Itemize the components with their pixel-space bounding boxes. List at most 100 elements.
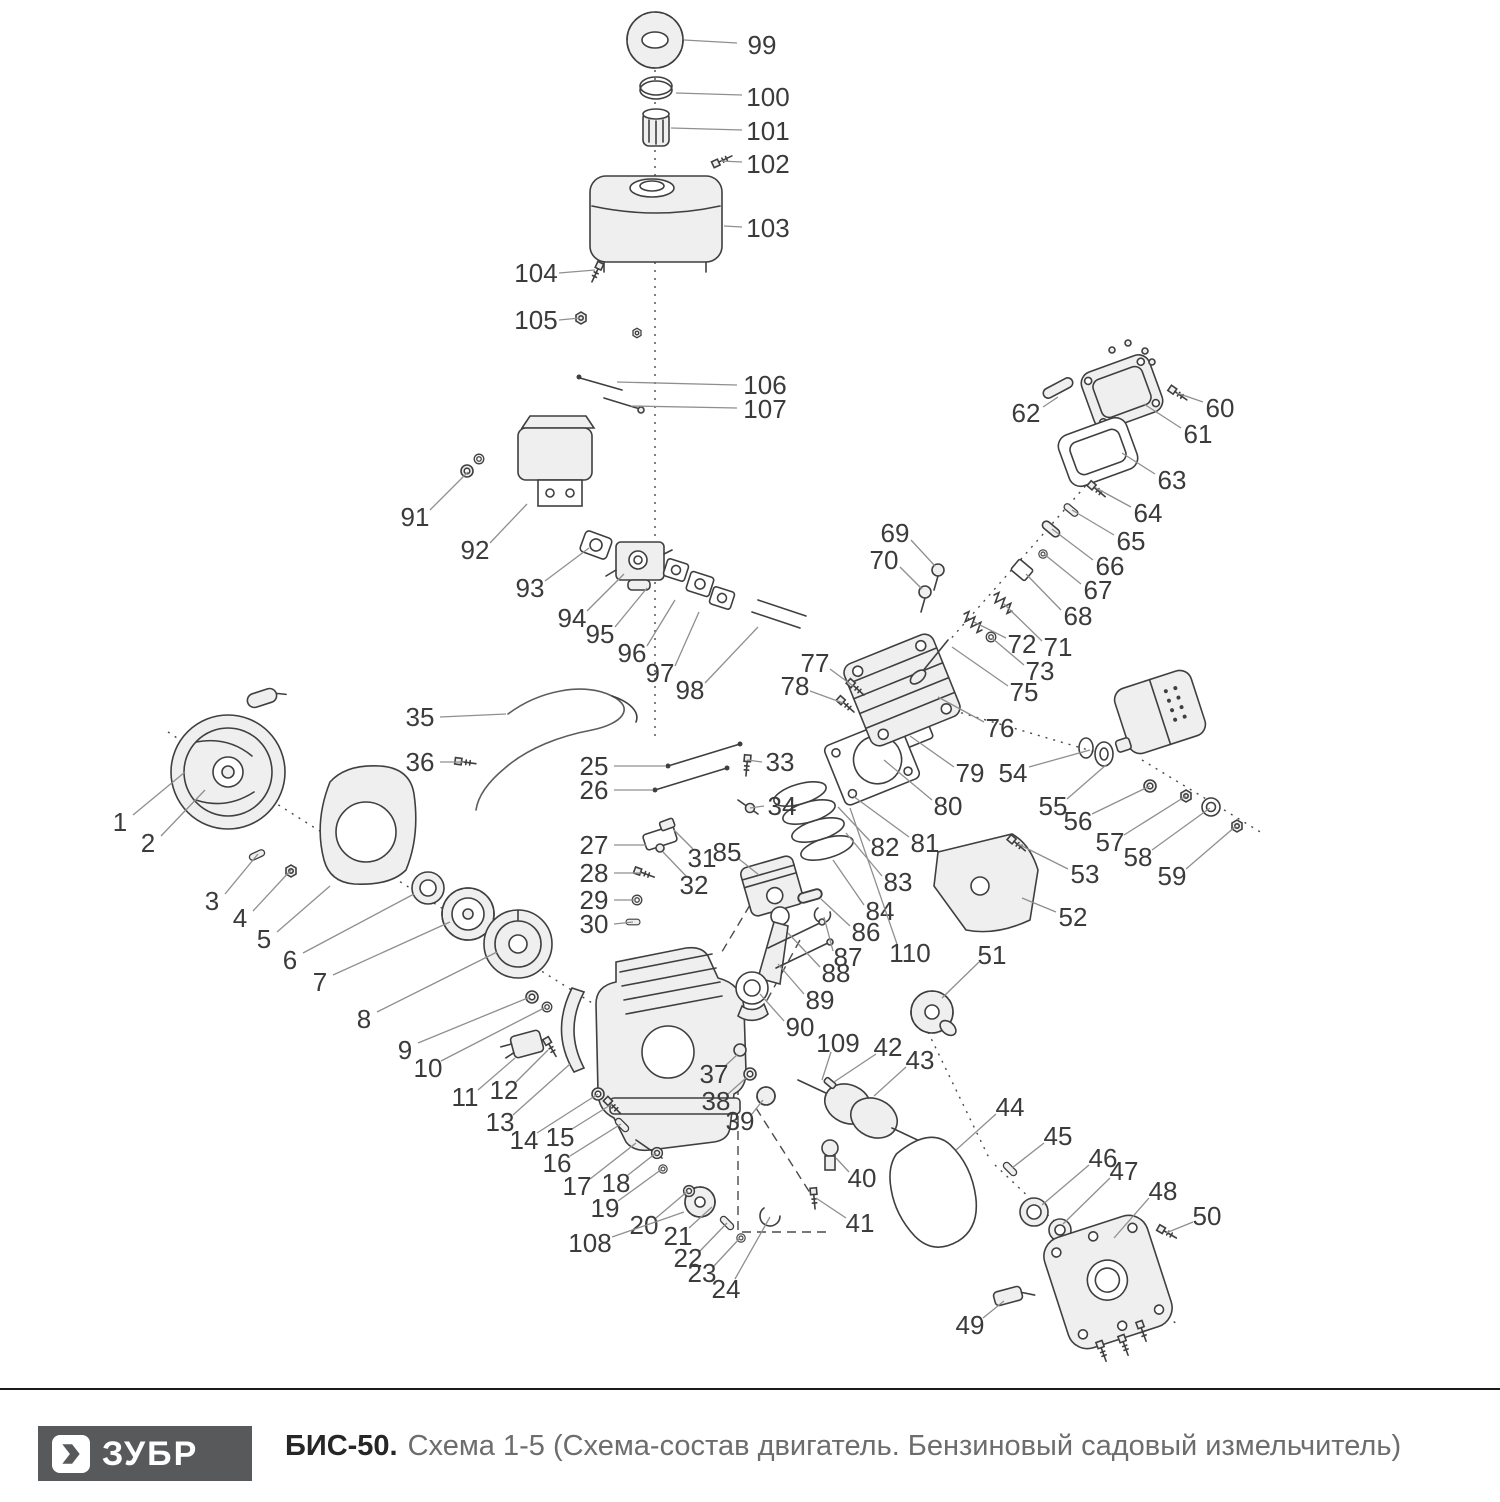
rocker-pivot (655, 817, 676, 853)
part-number-80: 80 (934, 791, 963, 821)
leader-line-80 (883, 759, 933, 801)
leader-line-101 (670, 127, 743, 131)
part-number-44: 44 (996, 1092, 1025, 1122)
part-number-97: 97 (646, 658, 675, 688)
throttle-rods (576, 374, 645, 414)
leader-line-22 (699, 1222, 728, 1252)
fuel-neck-ring (639, 76, 673, 100)
starter-handle (246, 687, 287, 709)
leader-line-99 (683, 39, 738, 44)
part-number-93: 93 (516, 573, 545, 603)
leader-line-33 (746, 759, 763, 763)
leader-line-54 (1028, 749, 1091, 768)
leader-line-76 (937, 696, 985, 723)
leader-line-98 (704, 626, 759, 684)
leader-line-47 (1062, 1177, 1111, 1225)
carburetor (605, 541, 673, 591)
part-number-22: 22 (674, 1243, 703, 1273)
part-number-64: 64 (1134, 498, 1163, 528)
part-number-109: 109 (816, 1028, 859, 1058)
leader-line-39 (751, 1099, 764, 1115)
part-number-79: 79 (956, 758, 985, 788)
breather-pipe (1042, 377, 1074, 399)
leader-line-13 (512, 1063, 571, 1116)
part-number-83: 83 (884, 867, 913, 897)
part-number-75: 75 (1010, 677, 1039, 707)
leader-line-51 (941, 961, 980, 999)
part-number-56: 56 (1064, 806, 1093, 836)
part-number-95: 95 (586, 619, 615, 649)
leader-line-63 (1121, 452, 1156, 475)
part-number-105: 105 (514, 305, 557, 335)
part-number-107: 107 (743, 394, 786, 424)
part-number-103: 103 (746, 213, 789, 243)
leader-line-18 (627, 1152, 657, 1176)
part-number-58: 58 (1124, 842, 1153, 872)
part-number-14: 14 (510, 1125, 539, 1155)
leader-line-108 (611, 1211, 685, 1238)
part-number-65: 65 (1117, 526, 1146, 556)
starter-cup (411, 871, 445, 905)
part-number-13: 13 (486, 1107, 515, 1137)
piston (740, 855, 804, 917)
leader-line-109 (821, 1051, 832, 1081)
leader-line-62 (1042, 396, 1059, 408)
part-number-26: 26 (580, 775, 609, 805)
part-number-73: 73 (1026, 656, 1055, 686)
part-number-89: 89 (806, 985, 835, 1015)
part-number-35: 35 (406, 702, 435, 732)
part-number-82: 82 (871, 832, 900, 862)
oil-sensor (992, 1285, 1036, 1307)
leader-line-79 (909, 735, 955, 768)
assembly-dash-lines (719, 904, 830, 1233)
leader-line-67 (1043, 553, 1082, 585)
part-number-36: 36 (406, 747, 435, 777)
cover-screws (1108, 339, 1156, 366)
heat-shield (933, 833, 1039, 933)
leader-line-66 (1051, 528, 1094, 561)
part-number-77: 77 (801, 648, 830, 678)
part-number-94: 94 (558, 603, 587, 633)
leader-line-102 (720, 160, 743, 163)
hardware-fasteners (247, 152, 1243, 1364)
connecting-rod (735, 906, 834, 1022)
leader-line-94 (586, 573, 625, 612)
leader-line-23 (713, 1237, 741, 1267)
intake-gaskets (662, 558, 807, 629)
leader-line-110 (849, 807, 898, 945)
leader-line-55 (1066, 764, 1107, 800)
leader-line-20 (655, 1190, 689, 1219)
part-number-61: 61 (1184, 419, 1213, 449)
part-number-31: 31 (688, 843, 717, 873)
leader-line-21 (688, 1206, 713, 1229)
ignition-coil (500, 1029, 545, 1059)
model-label: БИС-50. (285, 1429, 398, 1462)
leader-line-69 (910, 539, 936, 567)
leader-line-61 (1143, 403, 1182, 429)
part-number-70: 70 (870, 545, 899, 575)
crankcase (595, 946, 747, 1152)
leader-line-11 (477, 1057, 516, 1091)
leader-line-105 (558, 317, 581, 321)
leader-line-68 (1025, 573, 1062, 611)
crankcase-cover-gasket (889, 1136, 978, 1248)
leader-line-12 (515, 1049, 549, 1083)
flywheel (483, 909, 553, 979)
leader-line-87 (823, 916, 834, 952)
leader-line-14 (536, 1093, 599, 1134)
diagram-caption: БИС-50. Схема 1-5 (Схема-состав двигател… (285, 1390, 1401, 1502)
exploded-parts-diagram: 1234567891011121314151617181920212223242… (113, 11, 1263, 1364)
leader-line-78 (809, 690, 844, 704)
part-number-46: 46 (1089, 1143, 1118, 1173)
part-number-49: 49 (956, 1310, 985, 1340)
leader-line-72 (973, 621, 1007, 639)
valve (909, 639, 949, 685)
recoil-starter (170, 714, 286, 830)
part-number-25: 25 (580, 751, 609, 781)
part-number-66: 66 (1096, 551, 1125, 581)
part-number-57: 57 (1096, 827, 1125, 857)
leader-line-88 (787, 932, 821, 968)
leader-line-50 (1165, 1221, 1194, 1234)
leader-line-45 (1011, 1142, 1045, 1169)
